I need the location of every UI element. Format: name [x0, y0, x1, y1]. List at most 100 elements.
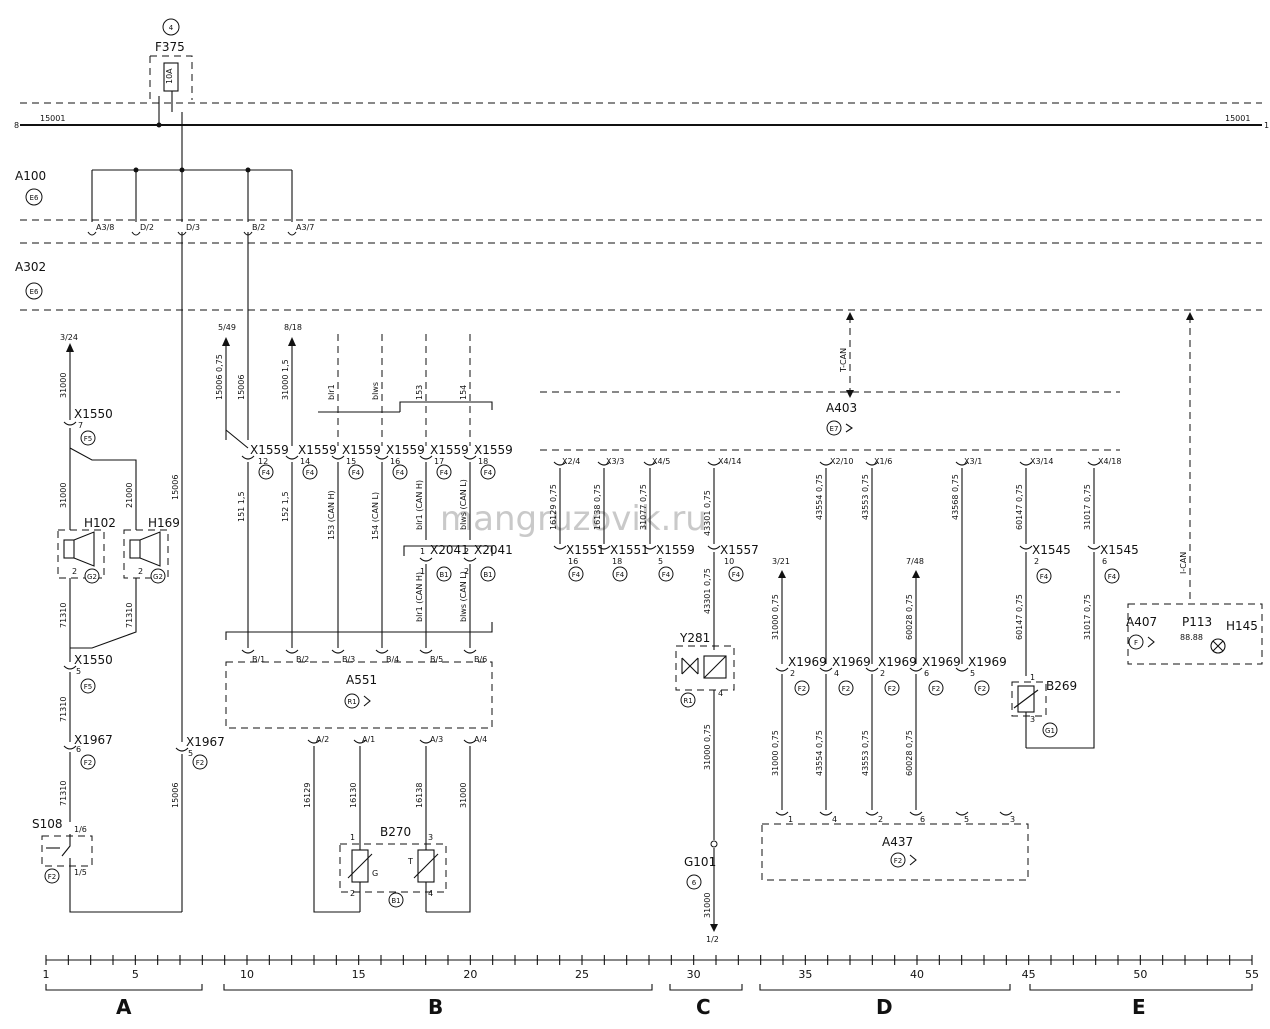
x1559-2: X1559 — [298, 443, 337, 457]
ground-loc: 6 — [692, 879, 697, 887]
t-can-label: T-CAN — [839, 348, 848, 373]
unit-a302: A302 E6 — [15, 242, 1262, 311]
scale-tick-label: 35 — [798, 968, 812, 981]
x1551-pin-18: 18 — [612, 557, 622, 566]
b270-t: T — [407, 857, 413, 866]
wire-blr1-a: blr1 (CAN H) — [415, 480, 424, 530]
wire-16129: 16129 — [303, 783, 312, 808]
ref-8-18: 8/18 — [284, 323, 302, 332]
fuse-ref-circle: 4 — [169, 24, 174, 32]
h169-pin: 2 — [138, 567, 143, 576]
ref-3-24: 3/24 — [60, 333, 78, 342]
b270-pin-2: 2 — [350, 889, 355, 898]
wire-71310-b: 71310 — [125, 603, 134, 628]
a100-loc: E6 — [30, 194, 39, 202]
a403-pin-x31: X3/1 — [964, 457, 982, 466]
wire-16138-075: 16138 0,75 — [593, 484, 602, 530]
ground-wire: 31000 — [703, 893, 712, 918]
wire-60028-b: 60028 0,75 — [905, 730, 914, 776]
x1545-loc-1: F4 — [1040, 573, 1049, 581]
b270-pin-3: 3 — [428, 833, 433, 842]
scale-tick-label: 1 — [43, 968, 50, 981]
scale-tick-label: 5 — [132, 968, 139, 981]
wire-15006-b: 15006 — [171, 783, 180, 808]
x1551-loc-1: F4 — [572, 571, 581, 579]
a403-pin-x414: X4/14 — [718, 457, 741, 466]
section-label-c: C — [696, 995, 711, 1019]
x1559-5: X1559 — [430, 443, 469, 457]
wire-31000-b: 31000 — [59, 483, 68, 508]
x1559-c-loc: F4 — [662, 571, 671, 579]
x2041-pin-2: 2 — [464, 547, 469, 556]
x1559-pin-16: 16 — [390, 457, 400, 466]
a551-pin-b6: B/6 — [474, 655, 487, 664]
h102-pin: 2 — [72, 567, 77, 576]
a100-pin-a38: A3/8 — [96, 223, 114, 232]
x1967-right: X1967 — [186, 735, 225, 749]
a551-pin-a1: A/1 — [362, 735, 375, 744]
x2041-loc-2: B1 — [483, 571, 492, 579]
x1969-loc-4: F2 — [932, 685, 940, 693]
a100-name: A100 — [15, 169, 46, 183]
s108-pin-a: 1/6 — [74, 825, 87, 834]
ground-name: G101 — [684, 855, 716, 869]
x1545-pin-2: 2 — [1034, 557, 1039, 566]
x1969-pin-4: 6 — [924, 669, 929, 678]
x1969-loc-2: F2 — [842, 685, 850, 693]
section-e-cluster: I-CAN A407 F P113 88.88 H145 — [1126, 312, 1263, 665]
x1559-c: X1559 — [656, 543, 695, 557]
x1559-loc-4: F4 — [396, 469, 405, 477]
wire-31017-a: 31017 0,75 — [1083, 484, 1092, 530]
x1969-loc-5: F2 — [978, 685, 986, 693]
s108-loc: F2 — [48, 873, 56, 881]
x1559-loc-1: F4 — [262, 469, 271, 477]
h169-loc: G2 — [153, 573, 163, 581]
a551-pin-b2: B/2 — [296, 655, 309, 664]
a551-pin-b3: B/3 — [342, 655, 355, 664]
x1969-pin-2: 4 — [834, 669, 839, 678]
a100-pin-d2: D/2 — [140, 223, 154, 232]
x2041-pin-1: 1 — [420, 547, 425, 556]
y281-pin: 4 — [718, 689, 723, 698]
i-can-label: I-CAN — [1179, 552, 1188, 574]
scale-tick-label: 20 — [463, 968, 477, 981]
x1550-bot: X1550 — [74, 653, 113, 667]
x1550-bot-loc: F5 — [84, 683, 92, 691]
a551-pin-b4: B/4 — [386, 655, 399, 664]
y281-loc: R1 — [683, 697, 692, 705]
a551-name: A551 — [346, 673, 377, 687]
wire-blws-a: blws (CAN L) — [459, 479, 468, 530]
x1559-loc-3: F4 — [352, 469, 361, 477]
a551-loc: R1 — [347, 698, 356, 706]
x1967-right-pin: 5 — [188, 749, 193, 758]
a100-pin-b2: B/2 — [252, 223, 265, 232]
x1559-loc-2: F4 — [306, 469, 315, 477]
x1969-pin-5: 5 — [970, 669, 975, 678]
wire-21000: 21000 — [125, 483, 134, 508]
a437-pin-6: 6 — [920, 815, 925, 824]
bus-left-wire: 15001 — [40, 114, 65, 123]
ref-1-2: 1/2 — [706, 935, 719, 944]
wire-43553: 43553 0,75 — [861, 474, 870, 520]
x2041-pin-1b: 1 — [420, 567, 425, 576]
a437-pin-5: 5 — [964, 815, 969, 824]
a100-pin-a37: A3/7 — [296, 223, 314, 232]
x1559-pin-15: 15 — [346, 457, 356, 466]
x1969-3: X1969 — [878, 655, 917, 669]
s108-pin-b: 1/5 — [74, 868, 87, 877]
x1545-1: X1545 — [1032, 543, 1071, 557]
h102-loc: G2 — [87, 573, 97, 581]
h102-name: H102 — [84, 516, 116, 530]
x1551-pin-16: 16 — [568, 557, 578, 566]
a437-pin-2: 2 — [878, 815, 883, 824]
a407-loc: F — [1134, 639, 1138, 647]
x1967-left-pin: 6 — [76, 745, 81, 754]
unit-a403: T-CAN A403 E7 X2/4 X3/3 X4/5 X4/14 X2/10… — [540, 312, 1121, 944]
scale-tick-label: 15 — [352, 968, 366, 981]
a551-pin-a4: A/4 — [474, 735, 487, 744]
a407-name: A407 — [1126, 615, 1157, 629]
a437-pin-1: 1 — [788, 815, 793, 824]
fuse-rating: 10A — [165, 68, 174, 84]
wire-31000-b270: 31000 — [459, 783, 468, 808]
wire-31077-075: 31077 0,75 — [639, 484, 648, 530]
